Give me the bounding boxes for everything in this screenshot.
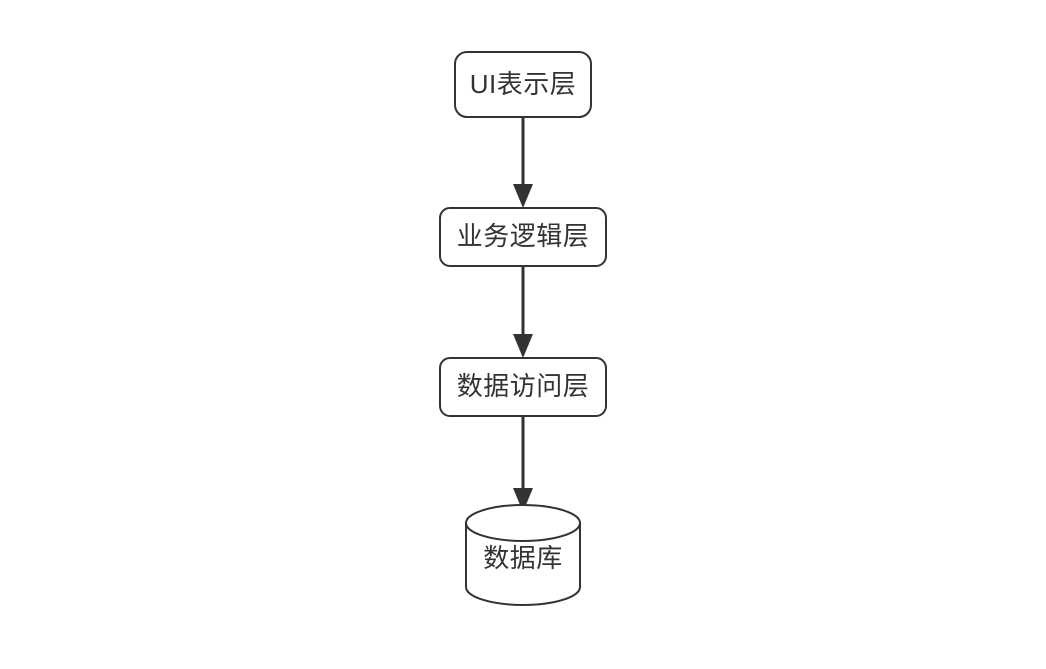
node-label-business-logic-layer: 业务逻辑层 xyxy=(457,221,590,251)
node-database[interactable]: 数据库 xyxy=(465,504,581,606)
node-ui-presentation-layer[interactable]: UI表示层 xyxy=(454,51,592,118)
edge-ui-to-business xyxy=(513,117,533,208)
node-label-ui-presentation-layer: UI表示层 xyxy=(470,69,577,99)
arrow-head-dataaccess-to-database xyxy=(513,488,533,512)
node-shape-data-access-layer[interactable] xyxy=(439,357,607,417)
node-label-data-access-layer: 数据访问层 xyxy=(457,371,590,401)
node-shape-database-cylinder-top[interactable] xyxy=(465,504,581,542)
node-shape-business-logic-layer[interactable] xyxy=(439,207,607,267)
node-data-access-layer[interactable]: 数据访问层 xyxy=(439,357,607,417)
arrow-head-ui-to-business xyxy=(513,184,533,208)
node-label-database: 数据库 xyxy=(483,543,563,573)
node-shape-database-cylinder-body[interactable] xyxy=(465,522,581,606)
edge-business-to-dataaccess xyxy=(513,266,533,358)
node-shape-ui-presentation-layer[interactable] xyxy=(454,51,592,118)
node-business-logic-layer[interactable]: 业务逻辑层 xyxy=(439,207,607,267)
edge-dataaccess-to-database xyxy=(513,416,533,512)
arrow-head-business-to-dataaccess xyxy=(513,334,533,358)
